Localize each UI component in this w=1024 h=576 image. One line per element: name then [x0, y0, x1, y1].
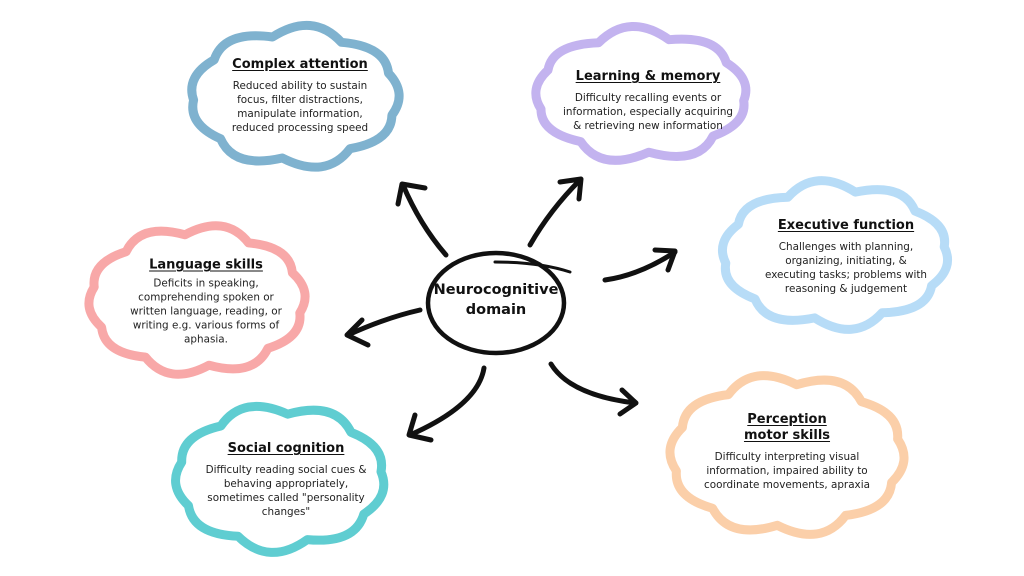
- desc-line: sometimes called "personality: [207, 492, 365, 504]
- desc-line: Reduced ability to sustain: [232, 80, 368, 92]
- desc-line: Difficulty reading social cues &: [205, 464, 367, 476]
- desc-line: information, impaired ability to: [706, 465, 868, 477]
- node-title: Executive function: [777, 218, 915, 233]
- cloud-language-skills: [84, 221, 310, 379]
- desc-line: focus, filter distractions,: [237, 94, 363, 106]
- desc-line: changes": [261, 506, 311, 518]
- cloud-executive-function: [718, 176, 952, 334]
- desc-line: coordinate movements, apraxia: [704, 479, 870, 491]
- arrow-to-perception-motor-skills: [548, 361, 639, 417]
- node-description: Difficulty recalling events or informati…: [563, 91, 733, 133]
- center-ellipse: [425, 250, 572, 356]
- node-title: Learning & memory: [575, 69, 721, 84]
- node-description: Deficits in speaking, comprehending spok…: [130, 277, 282, 347]
- center-label-line2: domain: [465, 302, 527, 318]
- desc-line: & retrieving new information: [573, 120, 723, 132]
- node-description: Difficulty interpreting visual informati…: [704, 450, 870, 492]
- arrow-to-social-cognition: [406, 365, 487, 443]
- node-description: Difficulty reading social cues & behavin…: [206, 463, 367, 519]
- arrow-to-executive-function: [602, 247, 678, 283]
- desc-line: reasoning & judgement: [784, 283, 908, 295]
- desc-line: information, especially acquiring: [562, 106, 734, 118]
- node-title: Social cognition: [227, 441, 345, 456]
- desc-line: written language, reading, or: [130, 305, 282, 318]
- desc-line: writing e.g. various forms of: [132, 319, 280, 332]
- arrow-to-complex-attention: [395, 181, 449, 258]
- cloud-social-cognition: [171, 401, 389, 557]
- node-language-skills: Language skills Deficits in speaking, co…: [130, 258, 282, 347]
- cloud-perception-motor-skills: [665, 371, 909, 539]
- desc-line: organizing, initiating, &: [785, 255, 907, 267]
- node-title: Complex attention: [232, 57, 368, 72]
- node-title: Language skills: [149, 257, 263, 273]
- desc-line: aphasia.: [184, 333, 228, 346]
- arrow-to-learning-memory: [527, 176, 584, 248]
- node-description: Reduced ability to sustain focus, filter…: [232, 79, 368, 135]
- node-complex-attention: Complex attention Reduced ability to sus…: [232, 57, 368, 135]
- node-executive-function: Executive function Challenges with plann…: [765, 218, 927, 296]
- node-perception-motor-skills: Perception motor skills Difficulty inter…: [704, 412, 870, 492]
- node-title: Perception motor skills: [704, 412, 870, 444]
- cloud-complex-attention: [187, 20, 404, 172]
- node-social-cognition: Social cognition Difficulty reading soci…: [206, 441, 367, 519]
- center-label: Neurocognitive domain: [434, 280, 559, 320]
- center-label-line1: Neurocognitive: [433, 282, 559, 298]
- desc-line: reduced processing speed: [231, 122, 369, 134]
- desc-line: Difficulty recalling events or: [574, 92, 722, 104]
- node-description: Challenges with planning, organizing, in…: [765, 240, 927, 296]
- desc-line: manipulate information,: [237, 108, 363, 120]
- node-learning-memory: Learning & memory Difficulty recalling e…: [563, 69, 733, 133]
- title-line: motor skills: [743, 428, 831, 443]
- desc-line: executing tasks; problems with: [764, 269, 928, 281]
- desc-line: comprehending spoken or: [138, 291, 274, 304]
- desc-line: Deficits in speaking,: [153, 277, 259, 290]
- arrow-to-language-skills: [344, 307, 423, 348]
- desc-line: behaving appropriately,: [223, 478, 349, 490]
- title-line: Perception: [747, 412, 827, 427]
- cloud-learning-memory: [531, 22, 751, 165]
- desc-line: Challenges with planning,: [778, 241, 914, 253]
- desc-line: Difficulty interpreting visual: [714, 451, 860, 463]
